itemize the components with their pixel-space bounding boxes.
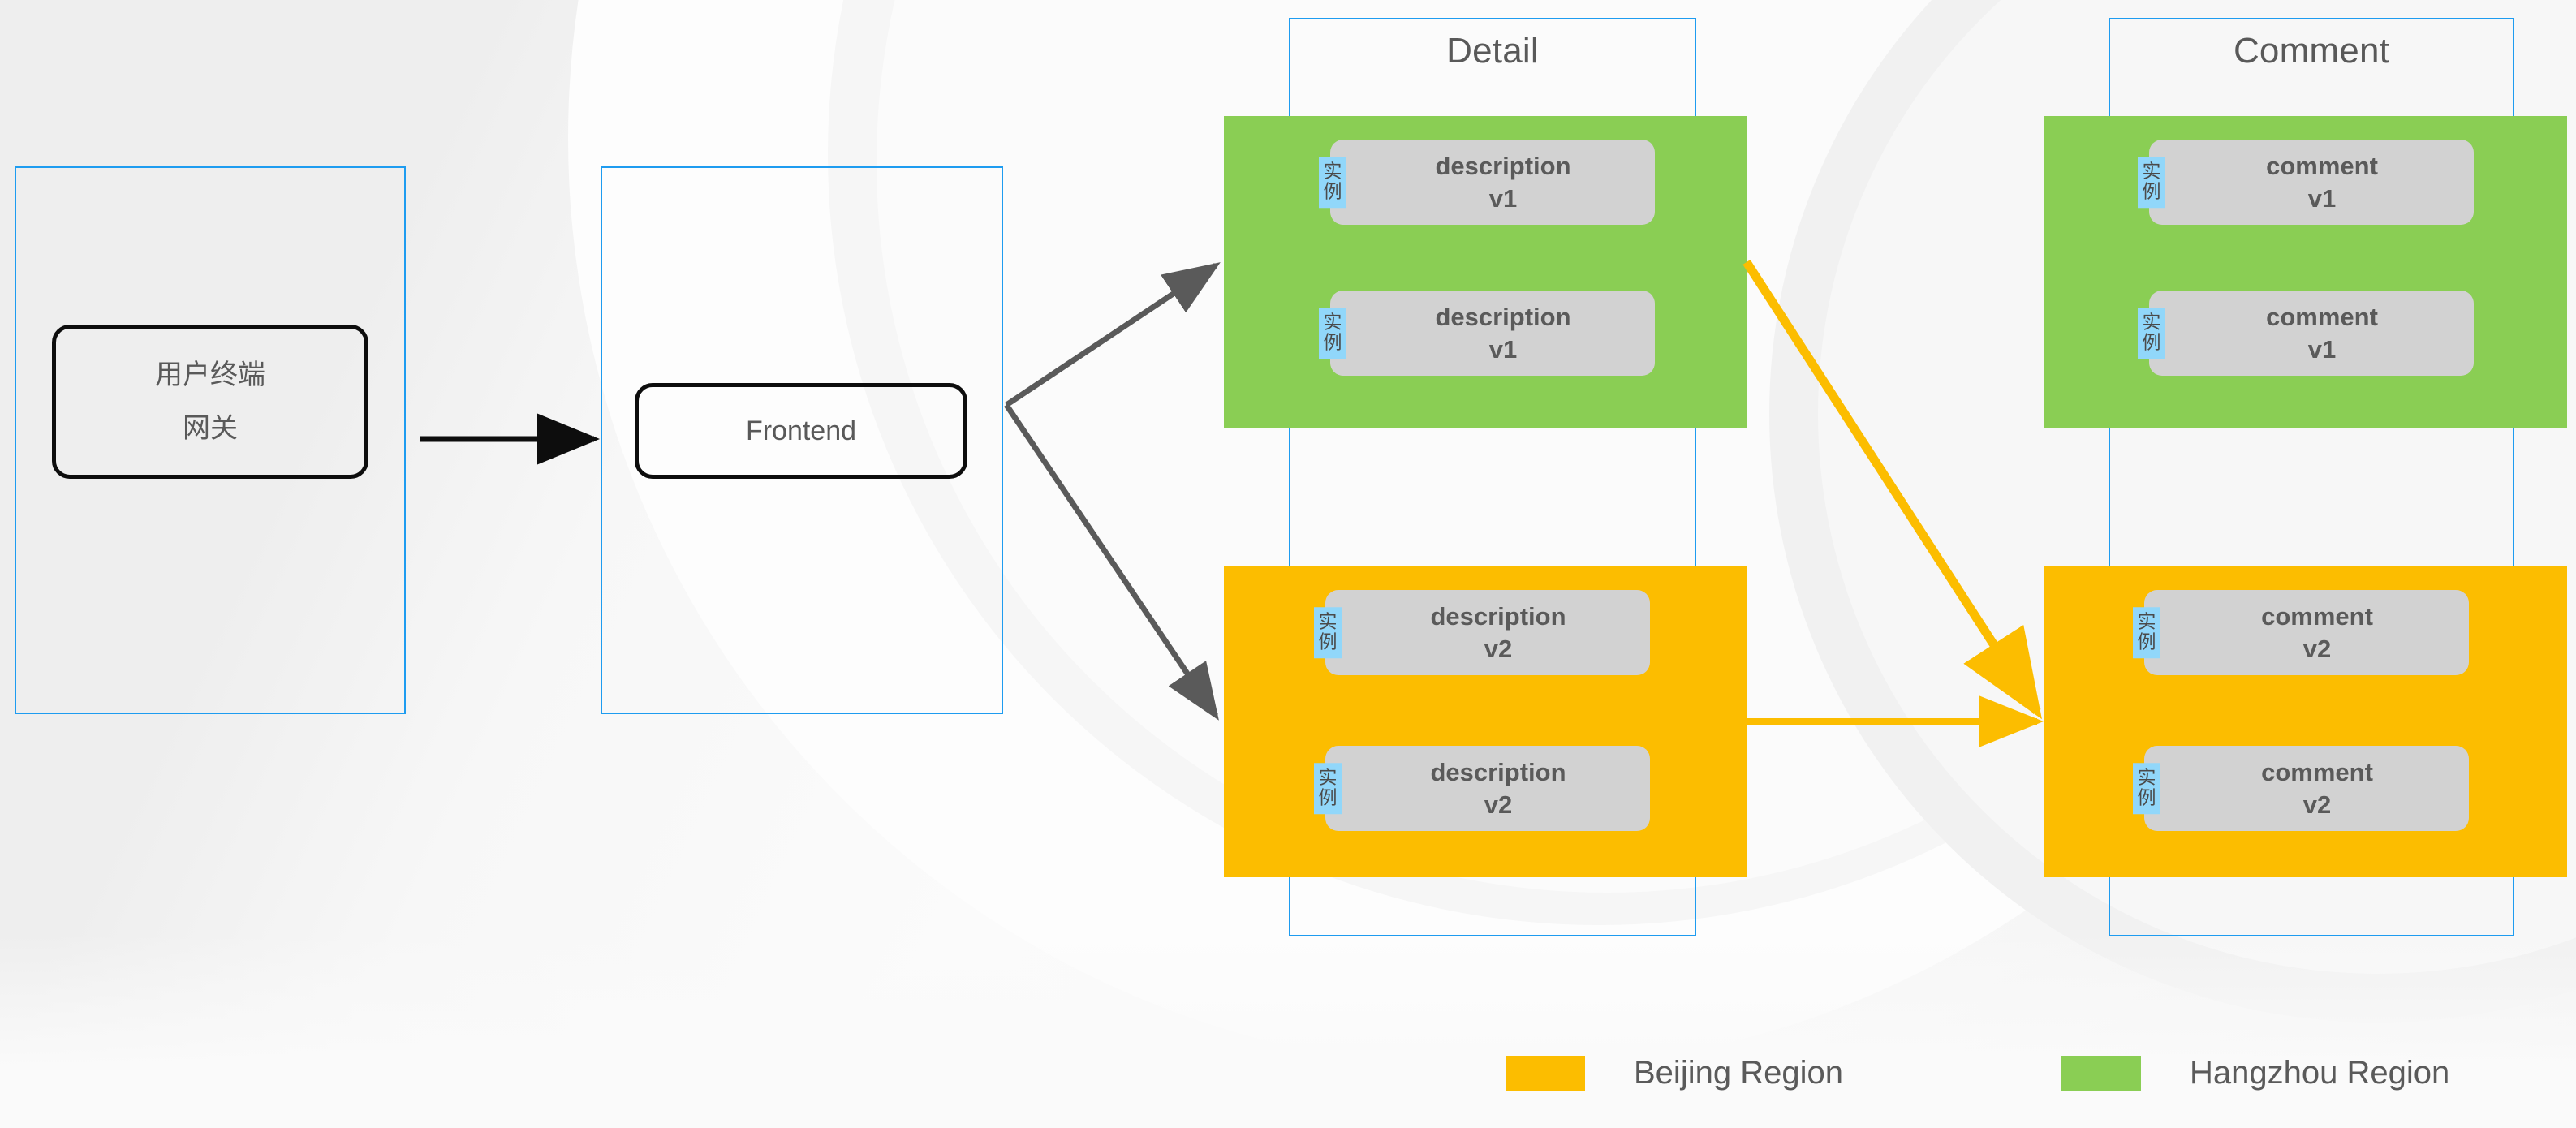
instance-badge-icon: 实 例 [1314, 606, 1342, 659]
legend-swatch-hangzhou [2061, 1056, 2141, 1091]
node-frontend[interactable]: Frontend [635, 383, 967, 479]
legend-label-hangzhou: Hangzhou Region [2190, 1055, 2450, 1091]
instance-card-comment-v2-b[interactable]: 实 例 comment v2 [2133, 746, 2469, 831]
instance-card-detail-v1-b[interactable]: 实 例 description v1 [1319, 291, 1655, 376]
legend-swatch-beijing [1506, 1056, 1585, 1091]
badge-char-2: 例 [2137, 787, 2156, 808]
badge-char-1: 实 [2142, 160, 2161, 181]
badge-char-1: 实 [1318, 766, 1338, 787]
legend-hangzhou: Hangzhou Region [2061, 1055, 2449, 1091]
instance-card-detail-v2-a[interactable]: 实 例 description v2 [1314, 590, 1650, 675]
instance-card-comment-v2-a[interactable]: 实 例 comment v2 [2133, 590, 2469, 675]
badge-char-1: 实 [1323, 160, 1342, 181]
instance-badge-icon: 实 例 [2133, 762, 2160, 815]
badge-char-2: 例 [1323, 181, 1342, 202]
instance-badge-icon: 实 例 [1319, 307, 1346, 359]
badge-char-1: 实 [2137, 766, 2156, 787]
instance-card-label: description v1 [1435, 302, 1571, 364]
badge-char-1: 实 [2137, 610, 2156, 631]
badge-char-1: 实 [2142, 311, 2161, 332]
instance-badge-icon: 实 例 [2138, 307, 2165, 359]
badge-char-2: 例 [2142, 181, 2161, 202]
instance-card-label: description v2 [1430, 757, 1566, 819]
legend-beijing: Beijing Region [1506, 1055, 1843, 1091]
legend-label-beijing: Beijing Region [1634, 1055, 1843, 1091]
instance-card-label: description v2 [1430, 601, 1566, 663]
badge-char-2: 例 [1318, 631, 1338, 652]
badge-char-2: 例 [1318, 787, 1338, 808]
node-frontend-label: Frontend [745, 415, 857, 446]
group-client[interactable] [15, 166, 406, 714]
badge-char-1: 实 [1323, 311, 1342, 332]
instance-card-detail-v2-b[interactable]: 实 例 description v2 [1314, 746, 1650, 831]
instance-badge-icon: 实 例 [2138, 156, 2165, 209]
group-comment-title: Comment [2233, 31, 2390, 71]
instance-card-label: comment v1 [2266, 302, 2378, 364]
background-bottom-fade [0, 933, 2576, 1128]
group-frontend[interactable] [601, 166, 1003, 714]
instance-badge-icon: 实 例 [2133, 606, 2160, 659]
instance-card-label: comment v1 [2266, 151, 2378, 213]
instance-card-label: description v1 [1435, 151, 1571, 213]
instance-card-label: comment v2 [2261, 601, 2373, 663]
badge-char-2: 例 [1323, 332, 1342, 353]
group-detail-title: Detail [1446, 31, 1539, 71]
badge-char-2: 例 [2137, 631, 2156, 652]
instance-card-comment-v1-b[interactable]: 实 例 comment v1 [2138, 291, 2474, 376]
instance-badge-icon: 实 例 [1319, 156, 1346, 209]
badge-char-2: 例 [2142, 332, 2161, 353]
node-user-terminal-gateway[interactable]: 用户终端 网关 [52, 325, 368, 479]
instance-card-detail-v1-a[interactable]: 实 例 description v1 [1319, 140, 1655, 225]
instance-badge-icon: 实 例 [1314, 762, 1342, 815]
group-comment[interactable] [2109, 18, 2514, 936]
badge-char-1: 实 [1318, 610, 1338, 631]
group-detail[interactable] [1289, 18, 1696, 936]
instance-card-label: comment v2 [2261, 757, 2373, 819]
instance-card-comment-v1-a[interactable]: 实 例 comment v1 [2138, 140, 2474, 225]
node-gateway-line2: 网关 [183, 413, 238, 444]
node-gateway-line1: 用户终端 [155, 359, 265, 390]
